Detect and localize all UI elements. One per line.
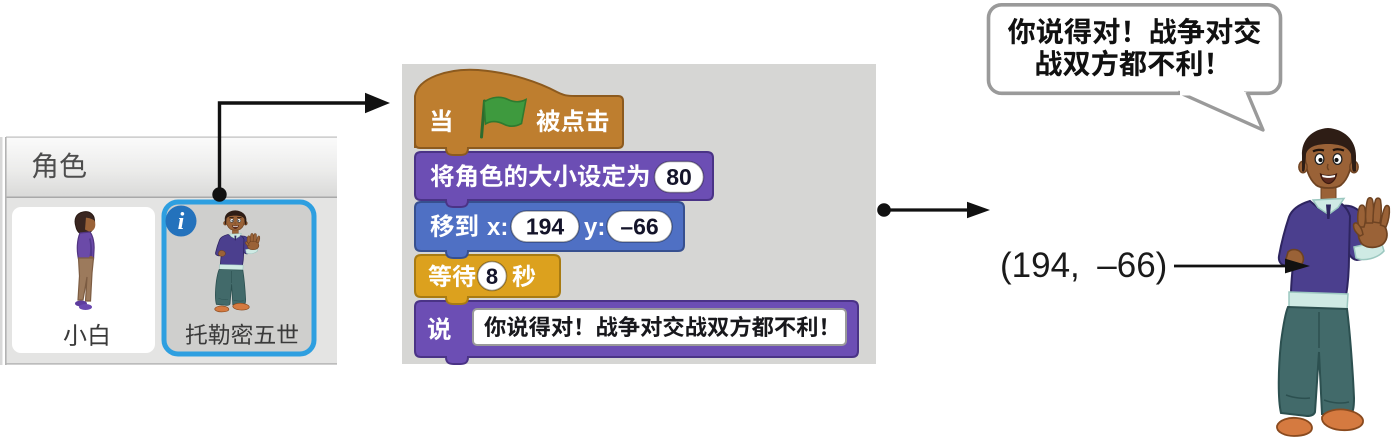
svg-text:–66: –66	[620, 214, 658, 240]
svg-text:i: i	[178, 209, 185, 235]
svg-text:8: 8	[486, 264, 498, 289]
svg-text:194: 194	[526, 214, 565, 240]
svg-text:y:: y:	[584, 214, 605, 241]
svg-text:(194, –66): (194, –66)	[1000, 246, 1167, 285]
svg-text:x:: x:	[487, 214, 508, 241]
svg-text:80: 80	[666, 164, 692, 190]
